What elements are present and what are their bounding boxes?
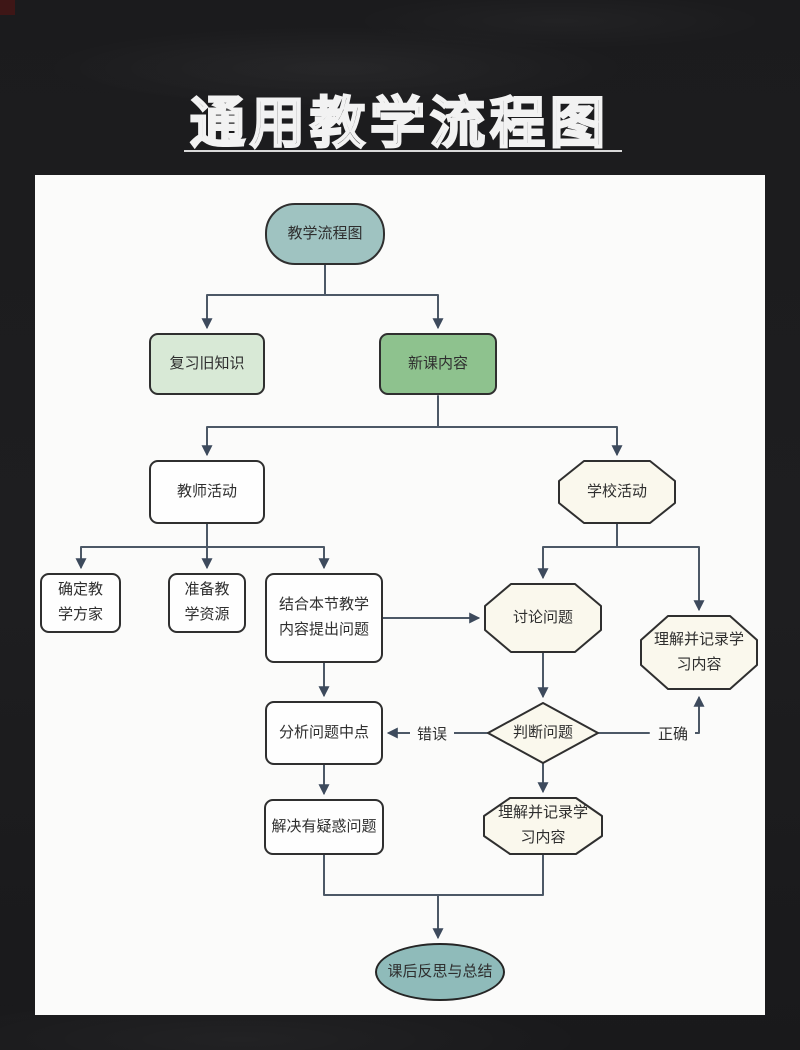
node-teacher-label: 教师活动 [176, 482, 237, 500]
node-judge-label: 判断问题 [512, 723, 573, 741]
octagon-shape [640, 615, 758, 690]
node-plan-label: 确定教 学方家 [57, 581, 103, 623]
red-chalk-mark [0, 0, 15, 15]
page-title: 通用教学流程图 [189, 91, 610, 155]
edge-teacher-raiseq [206, 546, 330, 570]
edge-label-correct: 正确 [651, 723, 695, 744]
flowchart-card: 教学流程图 复习旧知识 新课内容 教师活动 学校活动 确定教 学方家 准备教 学… [35, 175, 765, 1015]
node-record-learning-right: 理解并记录学 习内容 [640, 615, 758, 690]
node-review-old-knowledge: 复习旧知识 [149, 333, 265, 395]
node-new-lesson-label: 新课内容 [407, 354, 468, 372]
node-school-label: 学校活动 [586, 482, 647, 500]
node-new-lesson-content: 新课内容 [379, 333, 497, 395]
node-discuss-label: 讨论问题 [512, 608, 573, 626]
edge-school-record [616, 546, 705, 612]
octagon-shape [483, 797, 603, 855]
diamond-shape [487, 702, 599, 764]
edge-label-wrong: 错误 [410, 723, 454, 744]
node-solve-label: 解决有疑惑问题 [271, 817, 377, 835]
title-underline [184, 150, 622, 152]
node-start-label: 教学流程图 [287, 224, 363, 242]
node-school-activity: 学校活动 [558, 460, 676, 524]
edge-newlesson-teacher [201, 426, 439, 457]
node-start: 教学流程图 [265, 203, 385, 265]
flowchart-connectors [75, 264, 705, 940]
octagon-shape [484, 583, 602, 653]
node-resources-label: 准备教 学资源 [184, 581, 230, 623]
edge-start-newlesson [324, 294, 444, 330]
title-bar: 通用教学流程图 [0, 78, 800, 158]
node-analyze-label: 分析问题中点 [278, 723, 369, 741]
node-solve-doubts: 解决有疑惑问题 [264, 799, 384, 855]
node-raise-questions-label: 结合本节教学 内容提出问题 [278, 596, 369, 638]
node-record-right-label: 理解并记录学 习内容 [653, 630, 744, 673]
node-end-reflection: 课后反思与总结 [375, 943, 505, 1001]
edge-solve-merge [323, 854, 439, 896]
node-define-teaching-plan: 确定教 学方家 [40, 573, 121, 633]
node-judge-questions: 判断问题 [487, 702, 599, 764]
node-end-label: 课后反思与总结 [387, 962, 493, 980]
edge-newlesson-school [437, 426, 623, 457]
edge-start-review [201, 294, 326, 330]
node-teacher-activity: 教师活动 [149, 460, 265, 524]
node-raise-questions: 结合本节教学 内容提出问题 [265, 573, 383, 663]
node-prepare-resources: 准备教 学资源 [168, 573, 246, 633]
node-record-learning-bottom: 理解并记录学 习内容 [483, 797, 603, 855]
node-record-bottom-label: 理解并记录学 习内容 [497, 804, 588, 846]
octagon-shape [558, 460, 676, 524]
edge-school-discuss [537, 546, 618, 580]
node-analyze-questions: 分析问题中点 [265, 701, 383, 765]
edge-recordB-merge [437, 854, 544, 896]
node-discuss-questions: 讨论问题 [484, 583, 602, 653]
edge-teacher-plan [75, 546, 208, 570]
node-review-label: 复习旧知识 [169, 354, 245, 372]
